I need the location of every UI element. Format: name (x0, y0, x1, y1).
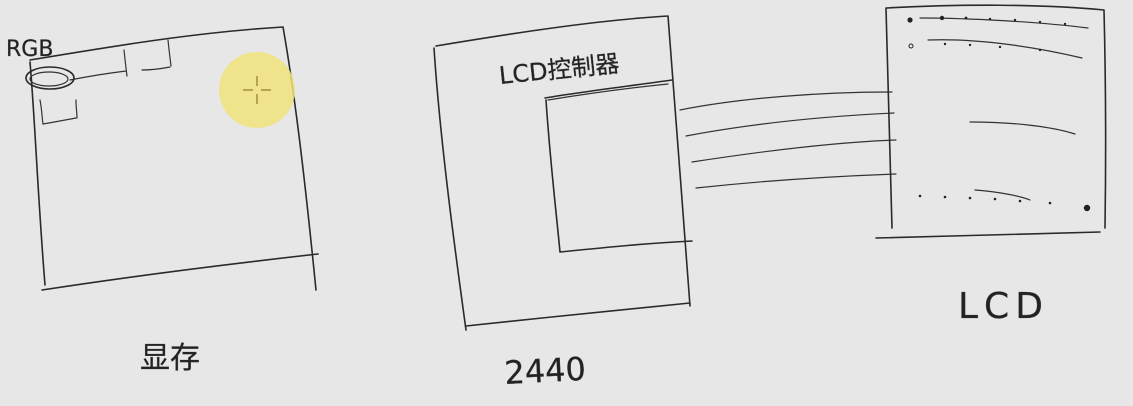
lcd-box (875, 4, 1107, 239)
rgb-pixel-oval-inner (29, 71, 69, 87)
wire-1 (679, 91, 893, 111)
lcd-label: LCD (958, 286, 1049, 327)
framebuffer-diagram: RGB 显存 (6, 26, 319, 376)
framebuffer-label: 显存 (140, 341, 200, 376)
signal-wires (679, 91, 897, 189)
rgb-label: RGB (6, 37, 53, 62)
soc-label: 2440 (503, 350, 586, 392)
rgb-pixel-oval (25, 66, 75, 90)
pixel-cells (39, 39, 172, 125)
lcd-controller-box (544, 79, 693, 253)
wire-3 (691, 139, 897, 163)
controller-header-line (547, 83, 669, 101)
wire-2 (685, 112, 895, 137)
lcd-last-row (974, 189, 1031, 201)
lcd-row-n (969, 121, 1076, 135)
lcd-row-1 (919, 17, 1089, 29)
lcd-controller-label: LCD控制器 (498, 50, 621, 90)
crosshair-icon (243, 76, 271, 104)
lcd-diagram: LCD (875, 4, 1107, 327)
soc-box (433, 15, 691, 331)
lcd-row-2 (927, 39, 1083, 59)
cursor-highlight (219, 52, 295, 128)
lcd-pixel-dots (907, 15, 1091, 212)
wire-4 (695, 173, 897, 189)
soc-diagram: LCD控制器 2440 (433, 15, 693, 392)
